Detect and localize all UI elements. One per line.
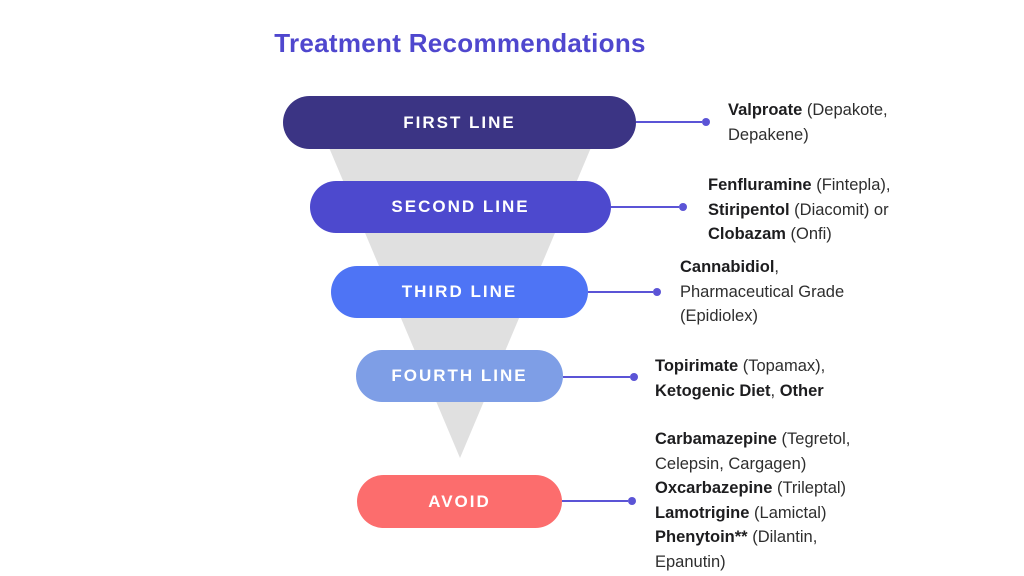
- funnel-pill-label: THIRD LINE: [401, 282, 518, 301]
- treatment-text-third-line: Cannabidiol, Pharmaceutical Grade (Epidi…: [680, 258, 845, 325]
- connector-dot-icon: [679, 203, 687, 211]
- funnel-pill-fourth-line: FOURTH LINE: [356, 350, 563, 402]
- treatment-text-avoid: Carbamazepine (Tegretol, Celepsin, Carga…: [655, 430, 851, 571]
- funnel-pill-second-line: SECOND LINE: [310, 181, 611, 233]
- connector-first-line: [636, 118, 710, 126]
- funnel-pill-first-line: FIRST LINE: [283, 96, 636, 149]
- funnel-pill-label: FOURTH LINE: [391, 366, 528, 385]
- funnel-pill-label: SECOND LINE: [391, 197, 530, 216]
- connector-dot-icon: [702, 118, 710, 126]
- funnel-pill-third-line: THIRD LINE: [331, 266, 588, 318]
- connector-avoid: [562, 497, 636, 505]
- funnel-pill-avoid: AVOID: [357, 475, 562, 528]
- connector-dot-icon: [653, 288, 661, 296]
- funnel-pill-label: FIRST LINE: [403, 112, 516, 132]
- connector-fourth-line: [563, 373, 638, 381]
- treatment-text-second-line: Fenfluramine (Fintepla), Stiripentol (Di…: [708, 176, 891, 243]
- funnel-pill-label: AVOID: [428, 491, 491, 511]
- connector-dot-icon: [630, 373, 638, 381]
- treatment-text-fourth-line: Topirimate (Topamax), Ketogenic Diet, Ot…: [655, 357, 826, 400]
- connector-dot-icon: [628, 497, 636, 505]
- treatment-text-first-line: Valproate (Depakote, Depakene): [728, 101, 888, 144]
- connector-third-line: [588, 288, 661, 296]
- diagram-title: Treatment Recommendations: [274, 28, 646, 58]
- connector-second-line: [611, 203, 687, 211]
